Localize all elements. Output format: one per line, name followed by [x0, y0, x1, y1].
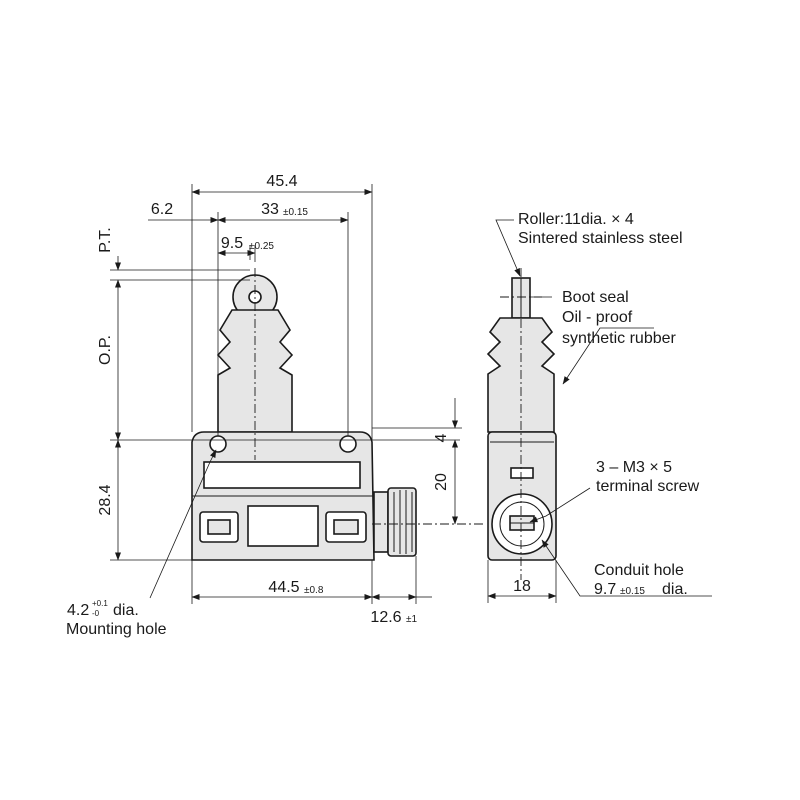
dim-mount-spacing: 33 — [261, 201, 279, 218]
callout-mount-tol-upper: +0.1 — [92, 599, 108, 608]
terminal-screw-window — [510, 467, 534, 479]
dimension-lines — [110, 184, 557, 604]
dim-operating-position: O.P. — [97, 335, 114, 365]
dim-body-height: 28.4 — [97, 484, 114, 515]
label-plate — [203, 461, 361, 489]
center-panel — [247, 505, 319, 547]
callout-labels: Roller:11dia. × 4 Sintered stainless ste… — [66, 211, 700, 638]
dim-body-width-tol: ±0.8 — [304, 585, 324, 596]
dim-body-width: 44.5 — [268, 579, 299, 596]
dim-plunger-offset-tol: ±0.25 — [249, 241, 274, 252]
dim-offset-left: 6.2 — [151, 201, 173, 218]
slot-right-inner — [333, 519, 359, 535]
callout-boot-3: synthetic rubber — [562, 330, 677, 347]
mounting-hole-right — [339, 435, 357, 453]
dim-mount-spacing-tol: ±0.15 — [283, 207, 308, 218]
callout-conduit-1: Conduit hole — [594, 562, 684, 579]
callout-conduit-unit: dia. — [662, 581, 688, 598]
callout-mount-tol-lower: -0 — [92, 609, 100, 618]
mounting-hole-left — [209, 435, 227, 453]
callout-mount-value: 4.2 — [67, 602, 89, 619]
conduit-fitting — [373, 491, 389, 553]
callout-conduit-value: 9.7 — [594, 581, 616, 598]
callout-roller-1: Roller:11dia. × 4 — [518, 211, 634, 228]
dim-width-total: 45.4 — [266, 173, 297, 190]
leader-lines — [149, 219, 712, 599]
callout-boot-2: Oil - proof — [562, 309, 633, 326]
dim-conduit-height: 20 — [433, 473, 450, 491]
callout-screw-2: terminal screw — [596, 478, 700, 495]
side-view — [486, 268, 557, 580]
dim-side-width: 18 — [513, 578, 531, 595]
callout-boot-1: Boot seal — [562, 289, 629, 306]
callout-screw-1: 3 – M3 × 5 — [596, 459, 672, 476]
dim-conduit-length-tol: ±1 — [406, 614, 417, 625]
callout-mount-2: Mounting hole — [66, 621, 167, 638]
dim-mount-hole-to-top: 4 — [433, 433, 450, 442]
dim-plunger-offset: 9.5 — [221, 235, 243, 252]
dimension-labels: 45.4 6.2 33 ±0.15 9.5 ±0.25 P.T. O.P. 28… — [97, 173, 531, 626]
callout-mount-unit: dia. — [113, 602, 139, 619]
dim-conduit-length: 12.6 — [370, 609, 401, 626]
callout-roller-2: Sintered stainless steel — [518, 230, 683, 247]
dim-pretravel: P.T. — [97, 227, 114, 253]
conduit-nut — [387, 487, 417, 557]
callout-conduit-tol: ±0.15 — [620, 586, 645, 597]
slot-left-inner — [207, 519, 231, 535]
front-view — [191, 268, 486, 561]
